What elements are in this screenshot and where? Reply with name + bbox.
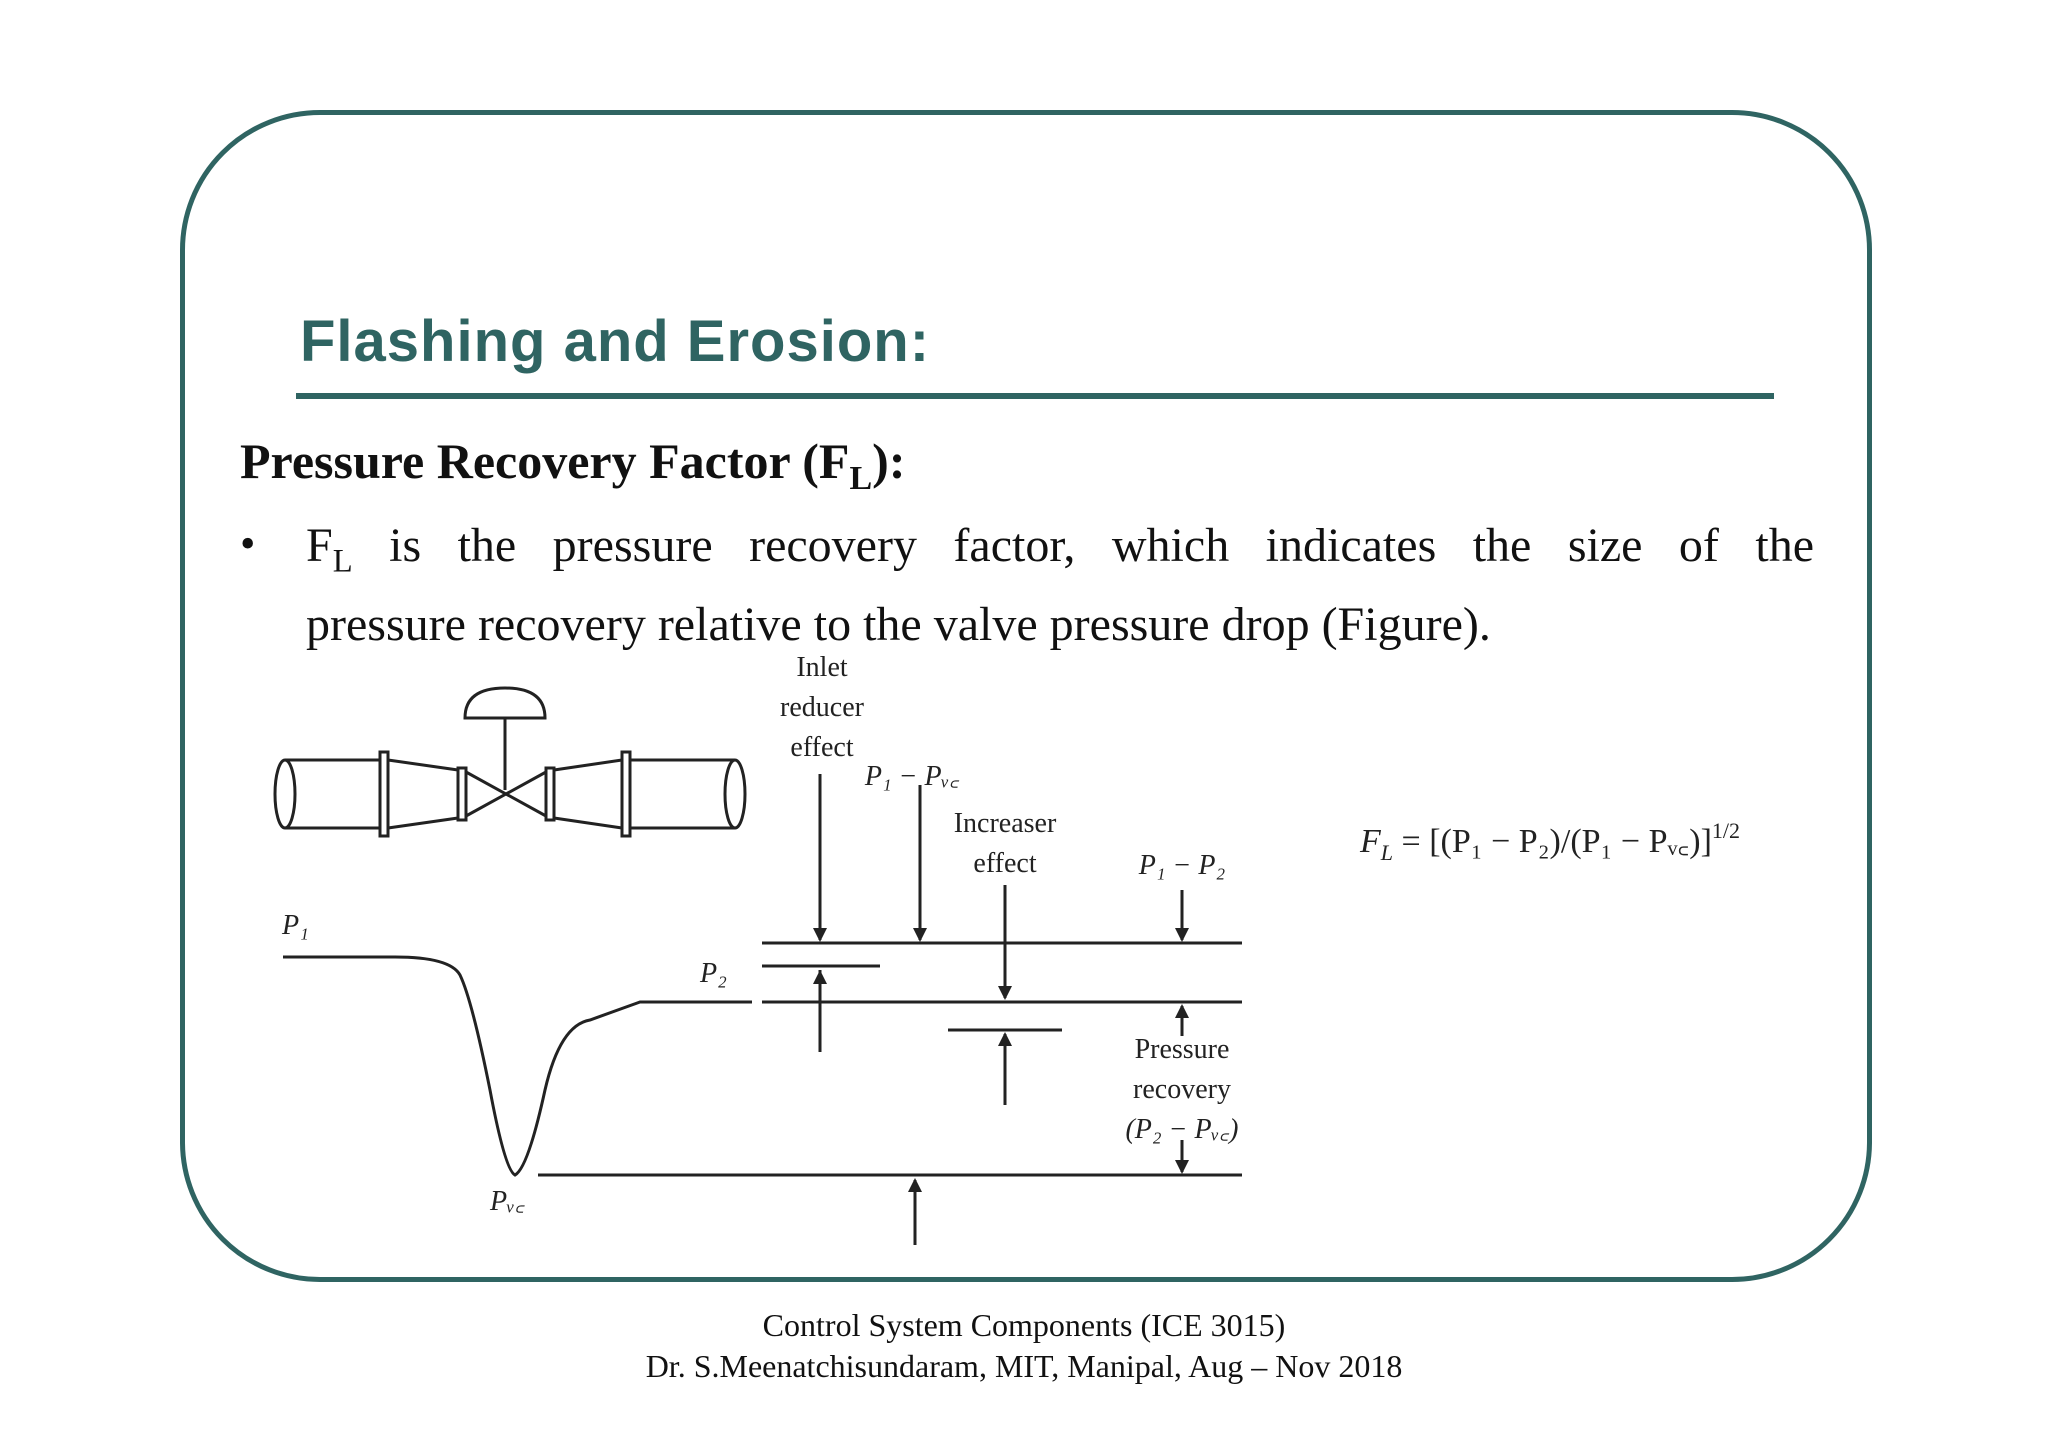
bullet-fl-subscript: L xyxy=(332,543,353,580)
heading-prefix: Pressure Recovery Factor (F xyxy=(240,433,850,489)
section-heading: Pressure Recovery Factor (FL): xyxy=(240,432,905,498)
bullet-line-1: FL is the pressure recovery factor, whic… xyxy=(306,514,1814,593)
slide-title: Flashing and Erosion: xyxy=(300,309,931,374)
bullet-line-1-text: is the pressure recovery factor, which i… xyxy=(352,519,1814,572)
heading-suffix: ): xyxy=(872,433,906,489)
footer-author: Dr. S.Meenatchisundaram, MIT, Manipal, A… xyxy=(645,1348,1403,1384)
bullet-line-2: pressure recovery relative to the valve … xyxy=(306,598,1491,652)
footer-course: Control System Components (ICE 3015) xyxy=(762,1307,1286,1343)
bullet-fl: F xyxy=(306,519,333,572)
bullet-paragraph: FL is the pressure recovery factor, whic… xyxy=(306,514,1814,657)
title-divider xyxy=(296,393,1774,399)
bullet-marker: • xyxy=(240,519,256,568)
heading-subscript: L xyxy=(849,459,873,497)
slide-frame xyxy=(180,110,1872,1282)
